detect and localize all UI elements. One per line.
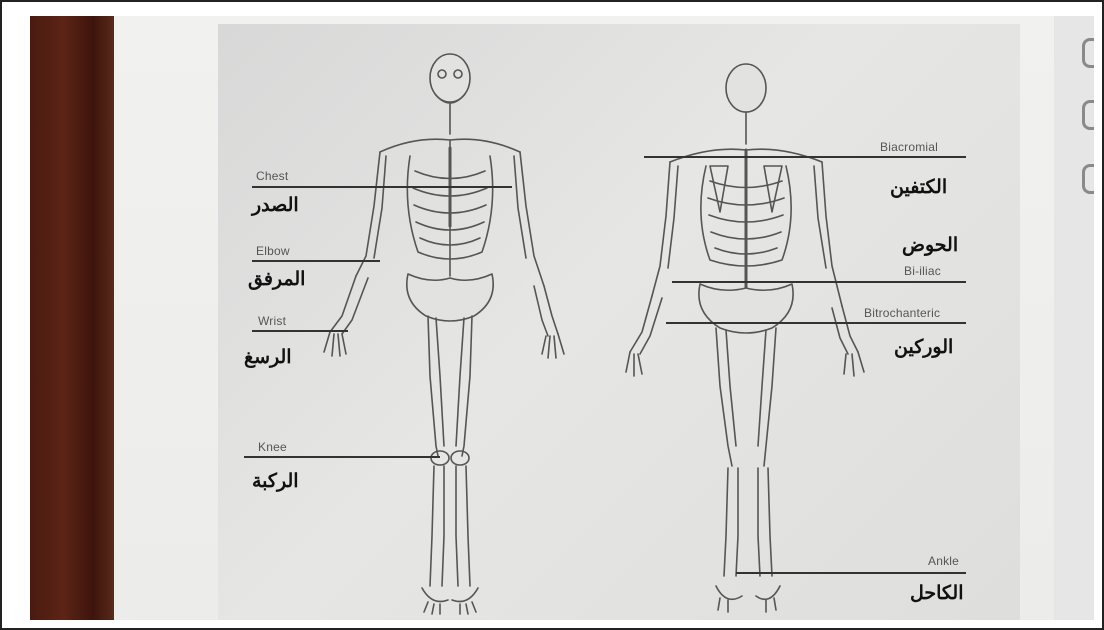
wrist-line [252,330,348,332]
biiliac-label-en: Bi-iliac [904,264,941,278]
elbow-label-ar: المرفق [248,268,305,291]
biiliac-line [672,281,966,283]
ankle-label-en: Ankle [928,554,959,568]
wrist-label-ar: الرسغ [244,346,292,369]
bitrochanteric-label-ar: الوركين [894,336,953,359]
chest-label-en: Chest [256,169,288,183]
elbow-label-en: Elbow [256,244,290,258]
knee-label-ar: الركبة [252,470,299,493]
photo: Chest الصدر Elbow المرفق Wrist الرسغ Kne… [30,16,1094,620]
ankle-label-ar: الكاحل [910,582,963,605]
wrist-label-en: Wrist [258,314,286,328]
knee-label-en: Knee [258,440,287,454]
biacromial-label-en: Biacromial [880,140,938,154]
knee-line [244,456,440,458]
ankle-line [736,572,966,574]
bitrochanteric-line [666,322,966,324]
bitrochanteric-label-en: Bitrochanteric [864,306,940,320]
back-skeleton [626,64,864,612]
elbow-line [252,260,380,262]
biiliac-label-ar: الحوض [902,234,958,257]
front-skeleton [324,54,564,614]
biacromial-label-ar: الكتفين [890,176,947,199]
biacromial-line [644,156,966,158]
chest-line [252,186,512,188]
chest-label-ar: الصدر [252,194,299,217]
